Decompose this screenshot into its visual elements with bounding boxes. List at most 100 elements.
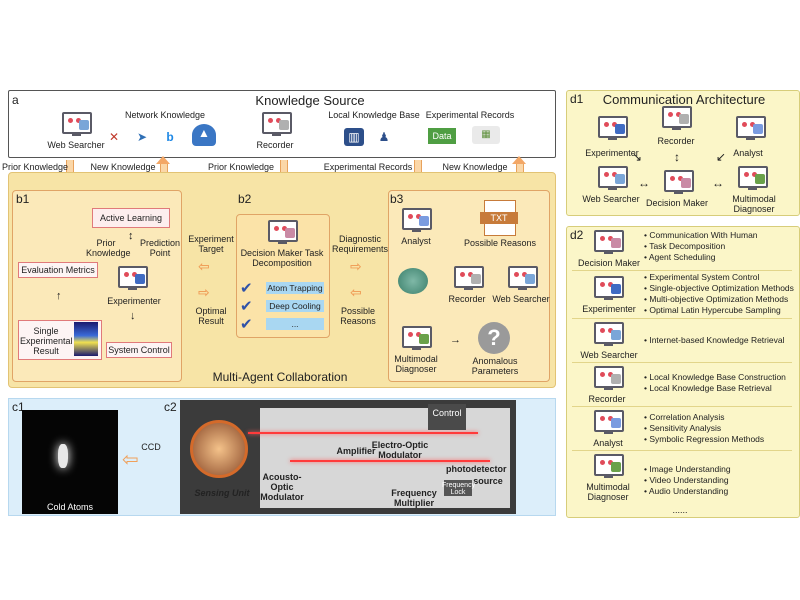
- cold-atoms-label: Cold Atoms: [46, 502, 94, 512]
- d2-capability: • Symbolic Regression Methods: [644, 434, 765, 444]
- frequency-multiplier-label: Frequency Multiplier: [391, 488, 437, 508]
- d2-separator: [572, 450, 792, 451]
- d2-capability: • Video Understanding: [644, 475, 729, 485]
- experimental-records-label: Experimental Records: [425, 110, 515, 120]
- d1-analyst-label: Analyst: [733, 148, 763, 158]
- down-arrow-icon: ↓: [130, 310, 136, 322]
- frequency-lock-label: Frequency Lock: [442, 482, 476, 496]
- flow-stem-1: [66, 160, 74, 174]
- knowledge-source-title: Knowledge Source: [255, 93, 365, 108]
- connection-arrow-icon: ↔: [712, 176, 724, 190]
- analysis-graph-icon: [398, 268, 428, 294]
- flow-stem-3: [280, 160, 288, 174]
- task-item: Deep Cooling: [266, 300, 324, 312]
- sensing-unit-label: Sensing Unit: [194, 488, 250, 498]
- d2-capability: • Image Understanding: [644, 464, 731, 474]
- d2-capability: • Multi-objective Optimization Methods: [644, 294, 789, 304]
- x-logo-icon: ✕: [108, 130, 120, 144]
- d1-multimodal-diagnoser-label: Multimodal Diagnoser: [732, 194, 776, 214]
- prior-knowledge-b1-label: Prior Knowledge: [86, 238, 131, 258]
- laser-beam: [290, 460, 490, 462]
- txt-badge: TXT: [480, 212, 518, 224]
- task-item: Atom Trapping: [266, 282, 324, 294]
- anomalous-parameters-label: Anomalous Parameters: [471, 356, 519, 376]
- possible-reasons-b3-label: Possible Reasons: [463, 238, 537, 248]
- panel-label-d2: d2: [570, 228, 584, 242]
- frequency-lock-box: [444, 480, 472, 496]
- d2-capability: • Optimal Latin Hypercube Sampling: [644, 305, 781, 315]
- connection-arrow-icon: ↘: [632, 150, 643, 164]
- library-icon: ▥: [344, 128, 364, 146]
- analyst-b3-label: Analyst: [401, 236, 431, 246]
- recorder-b3-label: Recorder: [448, 294, 486, 304]
- experiment-target-label: Experiment Target: [188, 234, 234, 254]
- local-kb-label: Local Knowledge Base: [328, 110, 420, 120]
- d2-agent-label: Decision Maker: [577, 258, 641, 268]
- d2-capability: • Task Decomposition: [644, 241, 726, 251]
- diagnostic-requirements-label: Diagnostic Requirements: [331, 234, 389, 254]
- source-label: source: [473, 476, 503, 486]
- check-icon: ✔: [240, 316, 253, 333]
- panel-label-b3: b3: [390, 192, 404, 206]
- sensing-unit-image: [190, 420, 248, 478]
- control-box: [428, 404, 466, 430]
- up-arrow-icon: ↑: [56, 290, 62, 302]
- cold-atoms-glow: [58, 444, 68, 468]
- recorder-label: Recorder: [256, 140, 294, 150]
- connection-arrow-icon: ↙: [716, 150, 727, 164]
- result-heatmap-image: [74, 322, 98, 356]
- d2-capability: • Correlation Analysis: [644, 412, 725, 422]
- amplifier-label: Amplifier: [336, 446, 376, 456]
- photodetector-label: photodetector: [446, 464, 507, 474]
- system-control-box: System Control: [106, 342, 172, 358]
- d2-separator: [572, 270, 792, 271]
- d1-recorder-label: Recorder: [657, 136, 695, 146]
- single-result-label: Single Experimental Result: [20, 326, 73, 356]
- web-searcher-label: Web Searcher: [47, 140, 105, 150]
- d2-capability: • Local Knowledge Base Retrieval: [644, 383, 772, 393]
- arrow-right-icon: ⇨: [198, 284, 210, 300]
- control-label: Control: [432, 408, 462, 418]
- d2-more-indicator: ......: [672, 505, 688, 515]
- new-knowledge-left-label: New Knowledge: [90, 162, 156, 172]
- possible-reasons-left-label: Possible Reasons: [340, 306, 376, 326]
- d2-capability: • Single-objective Optimization Methods: [644, 283, 794, 293]
- check-icon: ✔: [240, 298, 253, 315]
- arrow-left-icon: ⇦: [198, 258, 210, 274]
- panel-label-c1: c1: [12, 400, 25, 414]
- d2-capability: • Local Knowledge Base Construction: [644, 372, 786, 382]
- d2-agent-label: Web Searcher: [580, 350, 638, 360]
- prior-knowledge-mid-label: Prior Knowledge: [207, 162, 275, 172]
- check-icon: ✔: [240, 280, 253, 297]
- d2-separator: [572, 362, 792, 363]
- question-icon: ?: [478, 322, 510, 354]
- d2-separator: [572, 318, 792, 319]
- panel-label-d1: d1: [570, 92, 584, 106]
- reader-icon: ♟: [378, 130, 390, 144]
- prediction-point-label: Prediction Point: [139, 238, 181, 258]
- academic-cap-icon: ▲: [192, 124, 216, 146]
- data-chip: Data: [428, 128, 456, 144]
- multimodal-diagnoser-b3-label: Multimodal Diagnoser: [394, 354, 438, 374]
- flow-arrow-up-5: [512, 156, 526, 164]
- collaboration-title: Multi-Agent Collaboration: [212, 370, 348, 384]
- evaluation-metrics-box: Evaluation Metrics: [18, 262, 98, 278]
- new-knowledge-right-label: New Knowledge: [442, 162, 508, 172]
- image-files-icon: ▦: [472, 126, 500, 144]
- d2-capability: • Communication With Human: [644, 230, 758, 240]
- d2-capability: • Experimental System Control: [644, 272, 760, 282]
- ccd-arrow-icon: ⇦: [122, 449, 139, 471]
- arrow-logo-icon: ➤: [136, 130, 148, 144]
- laser-beam: [248, 432, 478, 434]
- ccd-label: CCD: [141, 442, 161, 452]
- arrow-left-icon: ⇦: [350, 284, 362, 300]
- d1-decision-maker-label: Decision Maker: [645, 198, 709, 208]
- prior-knowledge-left-label: Prior Knowledge: [2, 162, 69, 172]
- aom-label: Acousto-Optic Modulator: [260, 472, 304, 502]
- d1-web-searcher-label: Web Searcher: [582, 194, 640, 204]
- panel-label-a: a: [12, 93, 19, 107]
- d2-agent-label: Analyst: [593, 438, 623, 448]
- panel-label-c2: c2: [164, 400, 177, 414]
- connection-arrow-icon: ↔: [638, 176, 650, 190]
- d2-capability: • Internet-based Knowledge Retrieval: [644, 335, 785, 345]
